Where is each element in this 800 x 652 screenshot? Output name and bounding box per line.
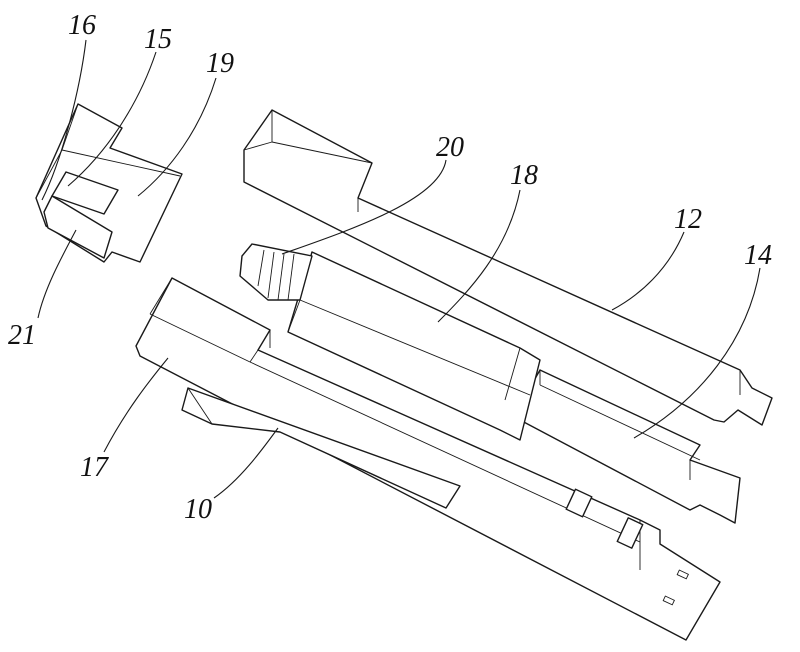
- leader-16: [41, 39, 87, 201]
- label-15: 15: [144, 24, 172, 55]
- label-19: 19: [206, 48, 234, 79]
- label-16: 16: [68, 10, 96, 41]
- leader-14: [633, 267, 761, 439]
- leader-10: [213, 427, 279, 499]
- label-14: 14: [744, 240, 772, 271]
- label-18: 18: [510, 160, 538, 191]
- part-10-bracket: [181, 387, 461, 509]
- part-15-slot: [51, 171, 119, 215]
- leader-17: [103, 357, 169, 453]
- label-21: 21: [8, 320, 36, 351]
- part-20-shaft: [239, 243, 313, 301]
- label-10: 10: [184, 494, 212, 525]
- part-14-middle-rail: [519, 369, 741, 524]
- part-21-foot: [43, 195, 113, 259]
- leader-lines: [37, 39, 761, 499]
- label-17: 17: [80, 452, 109, 483]
- leader-21: [37, 229, 77, 319]
- reference-labels: 16 15 19 20 18 12 14 21 17 10: [8, 10, 772, 525]
- leader-12: [611, 231, 685, 311]
- label-20: 20: [436, 132, 464, 163]
- part-17-lower-base: [135, 277, 721, 641]
- label-12: 12: [674, 204, 702, 235]
- leader-18: [437, 189, 521, 323]
- part-12-upper-bar: [243, 109, 773, 426]
- leader-15: [67, 51, 157, 187]
- leader-20: [281, 159, 447, 255]
- leader-19: [137, 77, 217, 197]
